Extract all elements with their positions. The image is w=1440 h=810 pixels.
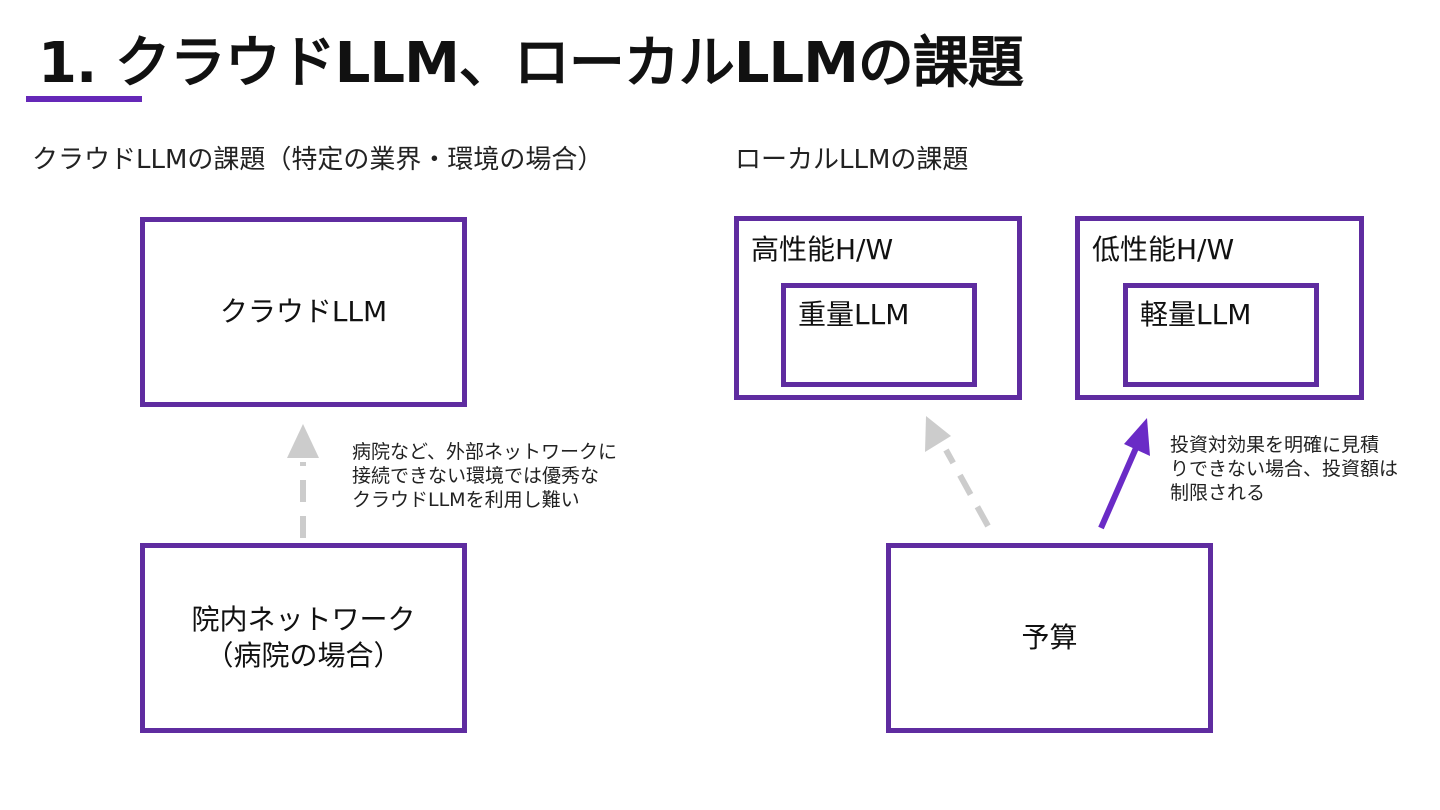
hospital-network-box: 院内ネットワーク （病院の場合） xyxy=(140,543,467,733)
low-performance-hw-box: 低性能H/W 軽量LLM xyxy=(1075,216,1364,400)
budget-to-low-hw-arrow xyxy=(1098,418,1150,530)
light-llm-box: 軽量LLM xyxy=(1123,283,1319,387)
cloud-note-line: 接続できない環境では優秀な xyxy=(352,465,600,487)
cloud-note: 病院など、外部ネットワークに 接続できない環境では優秀な クラウドLLMを利用し… xyxy=(352,440,617,512)
cloud-note-line: 病院など、外部ネットワークに xyxy=(352,441,618,463)
budget-to-high-hw-arrow xyxy=(925,416,991,528)
heavy-llm-label: 重量LLM xyxy=(798,298,910,331)
title-underline xyxy=(26,96,142,102)
investment-note-line: 制限される xyxy=(1170,482,1266,504)
investment-note-line: りできない場合、投資額は xyxy=(1170,458,1399,480)
high-performance-hw-box: 高性能H/W 重量LLM xyxy=(734,216,1022,400)
investment-note-line: 投資対効果を明確に見積 xyxy=(1170,434,1380,456)
page-title: 1. クラウドLLM、ローカルLLMの課題 xyxy=(38,31,1024,96)
cloud-note-line: クラウドLLMを利用し難い xyxy=(352,489,580,511)
local-section-heading: ローカルLLMの課題 xyxy=(735,145,969,175)
cloud-llm-box: クラウドLLM xyxy=(140,217,467,407)
budget-label: 予算 xyxy=(1021,620,1078,654)
light-llm-label: 軽量LLM xyxy=(1140,298,1252,331)
cloud-section-heading: クラウドLLMの課題（特定の業界・環境の場合） xyxy=(32,145,604,175)
cloud-access-blocked-arrow xyxy=(287,424,319,538)
high-hw-label: 高性能H/W xyxy=(751,233,894,266)
investment-note: 投資対効果を明確に見積 りできない場合、投資額は 制限される xyxy=(1170,433,1398,505)
hospital-network-label: 院内ネットワーク xyxy=(191,602,416,636)
hospital-network-sublabel: （病院の場合） xyxy=(205,639,402,672)
heavy-llm-box: 重量LLM xyxy=(781,283,977,387)
low-hw-label: 低性能H/W xyxy=(1092,233,1235,266)
budget-box: 予算 xyxy=(886,543,1213,733)
cloud-llm-label: クラウドLLM xyxy=(219,294,388,328)
